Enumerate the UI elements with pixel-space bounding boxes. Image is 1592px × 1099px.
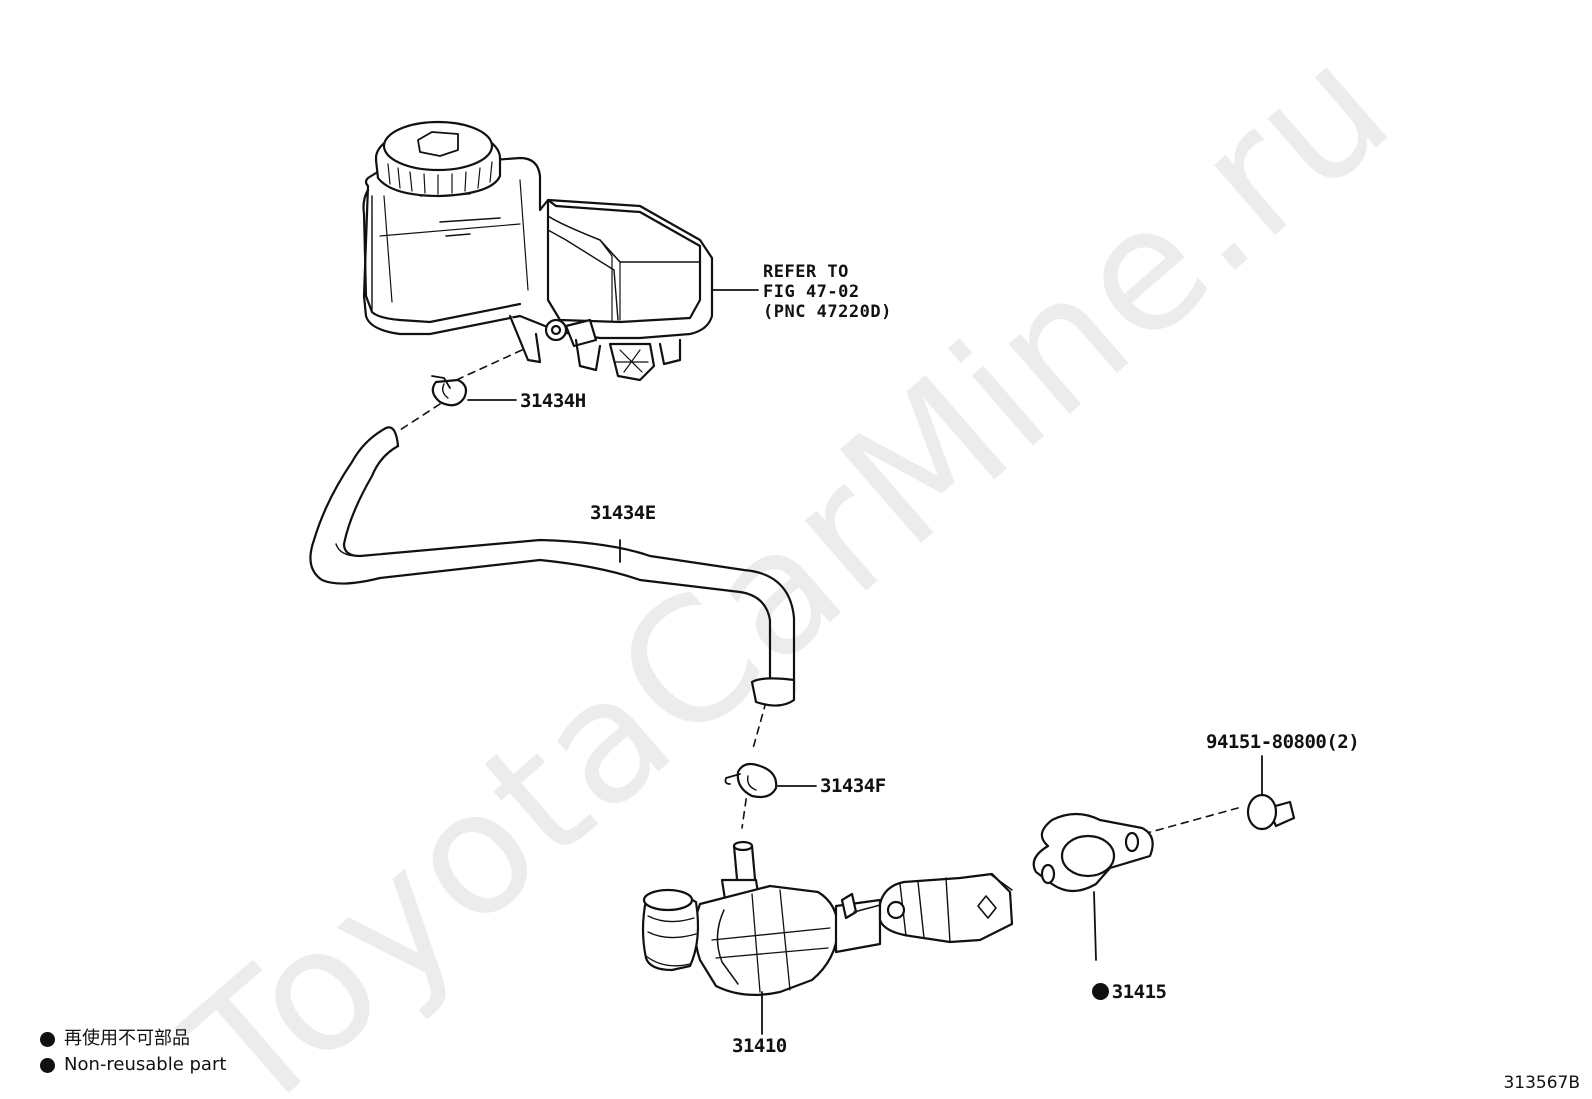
bullet-icon (40, 1031, 55, 1047)
gasket (1032, 812, 1154, 961)
reference-line-2: FIG 47-02 (763, 282, 860, 302)
assembly-lines (399, 349, 1239, 859)
legend-row-english: Non-reusable part (40, 1052, 226, 1078)
clutch-reservoir-hose (309, 426, 796, 707)
legend-row-japanese: 再使用不可部品 (40, 1026, 226, 1052)
bullet-icon (40, 1057, 55, 1073)
clutch-master-cylinder (641, 840, 1014, 1035)
legend: 再使用不可部品 Non-reusable part (40, 1026, 226, 1078)
bolt-nut (1246, 755, 1296, 831)
illustration-code: 313567B (1503, 1073, 1580, 1093)
callout-31415[interactable]: 31415 (1048, 962, 1167, 1022)
reference-line-3: (PNC 47220D) (763, 302, 892, 322)
callout-94151-80800[interactable]: 94151-80800(2) (1206, 731, 1360, 753)
non-reusable-marker-icon (1091, 983, 1109, 1000)
callout-31434F[interactable]: 31434F (820, 775, 886, 797)
callout-31410[interactable]: 31410 (732, 1035, 787, 1057)
legend-english-text: Non-reusable part (64, 1054, 227, 1075)
reference-note: REFER TO FIG 47-02 (PNC 47220D) (763, 262, 892, 322)
callout-31434H[interactable]: 31434H (520, 390, 586, 412)
master-cylinder-reservoir (362, 120, 759, 382)
hose-clip-upper (431, 375, 517, 407)
callout-31434E[interactable]: 31434E (590, 502, 656, 524)
hose-clip-lower (724, 762, 817, 799)
reference-line-1: REFER TO (763, 262, 849, 282)
legend-japanese-text: 再使用不可部品 (64, 1028, 190, 1049)
